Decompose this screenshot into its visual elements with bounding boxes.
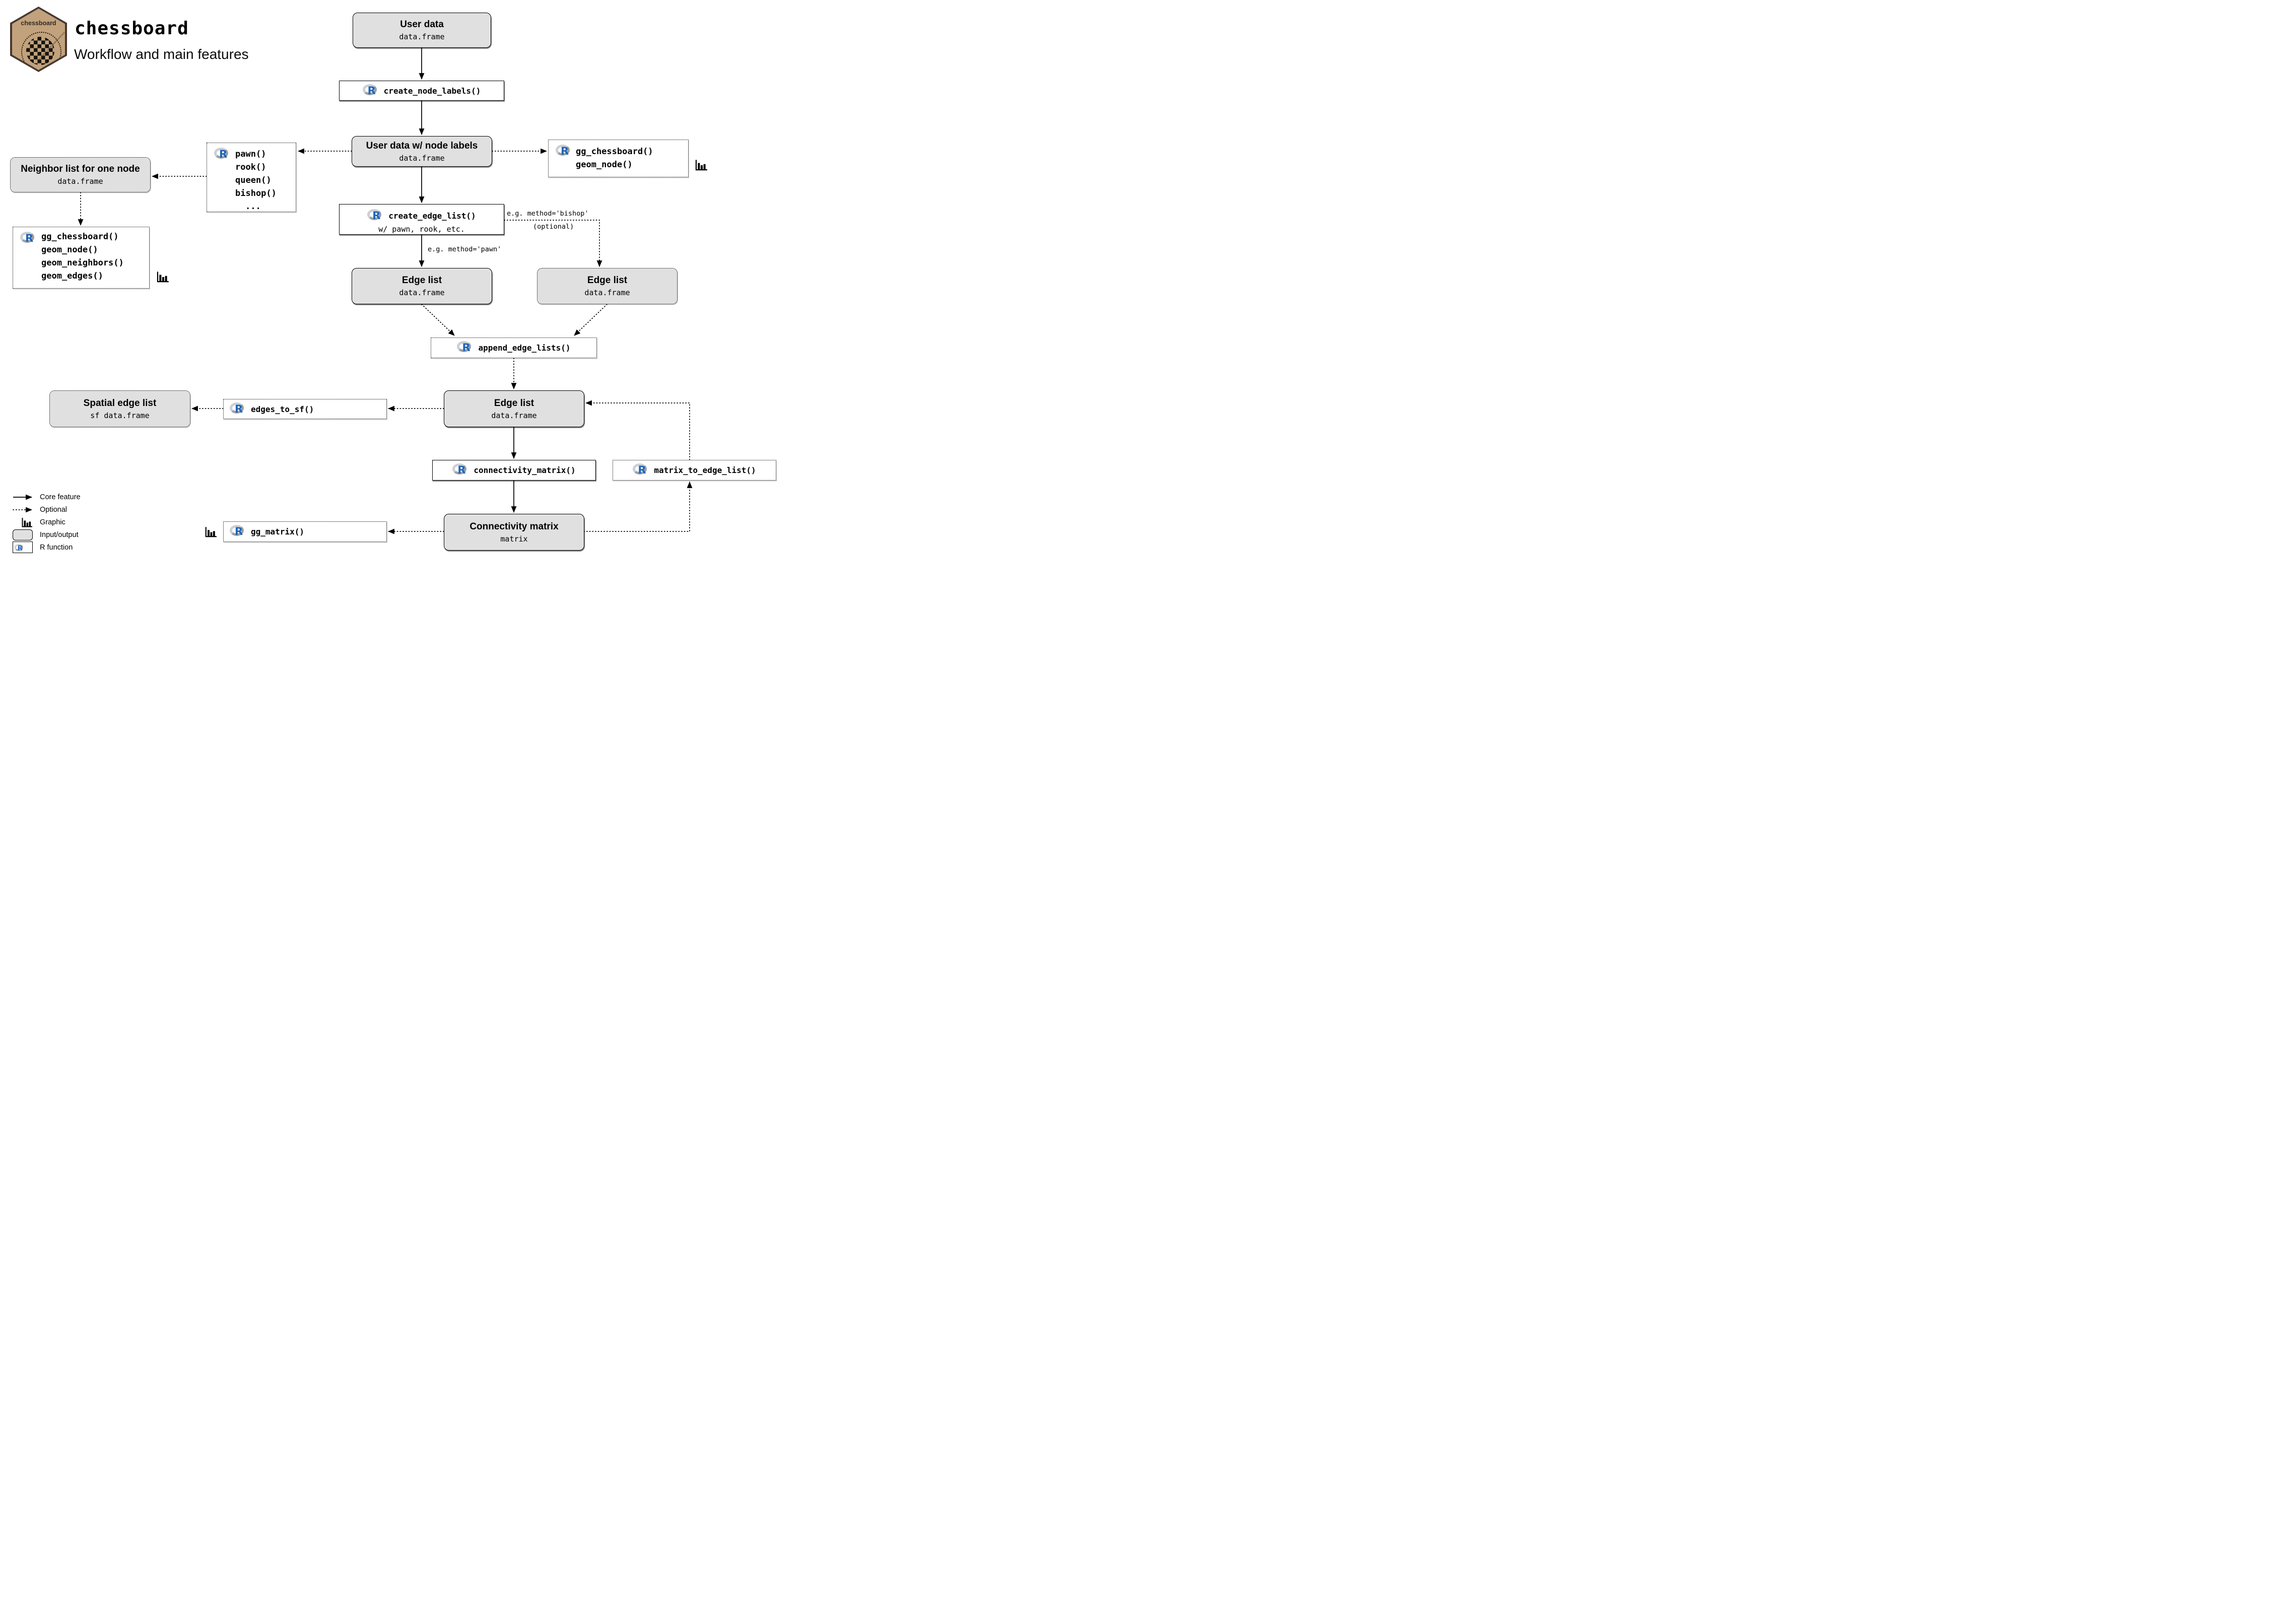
node-title: Edge list: [401, 275, 442, 286]
node-gg-chessboard-right: R gg_chessboard() geom_node(): [548, 140, 689, 177]
graphic-icon: [157, 272, 169, 283]
legend-label: R function: [40, 543, 73, 552]
node-gg-chessboard-left: R gg_chessboard() geom_node() geom_neigh…: [13, 227, 150, 289]
function-label: rook(): [235, 162, 266, 172]
r-logo-icon: R: [14, 544, 25, 553]
dotted-arrow-icon: [13, 507, 33, 512]
node-subtitle: data.frame: [57, 177, 103, 186]
node-subtitle: data.frame: [491, 411, 537, 420]
node-edges-to-sf: R edges_to_sf(): [223, 399, 387, 419]
node-edge-list-left: Edge list data.frame: [352, 268, 492, 304]
wire-bishop-to-edgelistright: [504, 220, 602, 267]
solid-arrow-icon: [13, 494, 33, 500]
function-label: gg_chessboard(): [41, 232, 119, 242]
node-subtitle: data.frame: [399, 288, 445, 297]
node-create-edge-list: R create_edge_list() w/ pawn, rook, etc.: [339, 204, 504, 235]
node-title: Neighbor list for one node: [21, 164, 140, 174]
r-logo-icon: R: [20, 232, 36, 245]
function-label: queen(): [235, 175, 272, 185]
r-logo-icon: R: [362, 84, 379, 98]
legend-input-output: Input/output: [13, 529, 81, 540]
node-spatial-edge-list: Spatial edge list sf data.frame: [49, 390, 190, 427]
legend-label: Input/output: [40, 530, 79, 539]
pawn-ring-icon: [21, 32, 61, 70]
function-label: ...: [245, 201, 261, 212]
node-title: Edge list: [587, 275, 628, 286]
node-user-data: User data data.frame: [353, 13, 491, 48]
node-gg-matrix: R gg_matrix(): [223, 521, 387, 542]
logo-label: chessboard: [21, 20, 56, 27]
node-connectivity-matrix: Connectivity matrix matrix: [444, 514, 584, 551]
edge-label-method-bishop: e.g. method='bishop': [507, 210, 589, 218]
workflow-diagram: chessboard https://github.com/frbcesab/c…: [0, 0, 779, 553]
wire-edgelistleft-to-append: [421, 304, 455, 336]
legend-label: Core feature: [40, 493, 81, 501]
node-subtitle: matrix: [500, 534, 528, 544]
edge-label-method-pawn: e.g. method='pawn': [428, 245, 502, 253]
function-label: pawn(): [235, 149, 266, 159]
wire-matrixtoedge-to-edgelistmain: [585, 400, 690, 460]
node-user-data-labels: User data w/ node labels data.frame: [352, 136, 492, 167]
legend-r-function: R R function: [13, 542, 81, 553]
legend: Core feature Optional Graphic Input/outp…: [13, 491, 81, 553]
diagram-wires: [78, 48, 693, 534]
legend-graphic: Graphic: [13, 516, 81, 528]
r-logo-icon: R: [214, 148, 230, 161]
r-function-swatch: R: [13, 542, 33, 553]
node-title: User data w/ node labels: [366, 140, 478, 151]
node-title: User data: [400, 19, 444, 30]
page-subtitle: Workflow and main features: [74, 46, 249, 62]
r-logo-icon: R: [367, 209, 383, 223]
node-append-edge-lists: R append_edge_lists(): [431, 337, 597, 358]
node-subtitle: sf data.frame: [90, 411, 150, 420]
legend-label: Optional: [40, 505, 68, 514]
r-logo-icon: R: [230, 525, 246, 538]
legend-core-feature: Core feature: [13, 491, 81, 503]
function-label: gg_chessboard(): [576, 147, 653, 157]
legend-label: Graphic: [40, 518, 65, 526]
input-output-swatch: [13, 529, 33, 540]
node-neighbor-list: Neighbor list for one node data.frame: [10, 157, 151, 192]
edge-label-optional: (optional): [533, 223, 574, 231]
graphic-icon: [22, 517, 32, 527]
function-label: gg_matrix(): [251, 527, 304, 536]
function-label: geom_node(): [576, 160, 633, 170]
function-label: create_node_labels(): [383, 86, 481, 96]
node-connectivity-matrix-fn: R connectivity_matrix(): [432, 460, 596, 481]
function-label: geom_edges(): [41, 271, 103, 281]
node-title: Edge list: [494, 397, 534, 409]
r-logo-icon: R: [457, 341, 473, 355]
function-label: connectivity_matrix(): [474, 465, 576, 475]
node-title: Connectivity matrix: [469, 521, 559, 532]
node-title: Spatial edge list: [83, 397, 157, 409]
function-label: geom_neighbors(): [41, 258, 124, 268]
node-edge-list-main: Edge list data.frame: [444, 390, 584, 427]
page-title: chessboard: [75, 18, 189, 39]
function-label: append_edge_lists(): [478, 343, 571, 353]
r-logo-icon: R: [452, 463, 468, 477]
r-logo-icon: R: [556, 145, 572, 158]
legend-optional: Optional: [13, 504, 81, 515]
function-label: geom_node(): [41, 245, 98, 255]
node-edge-list-right: Edge list data.frame: [537, 268, 678, 304]
node-subtitle: data.frame: [399, 153, 445, 163]
chessboard-sphere-icon: [26, 37, 54, 65]
node-piece-functions: R pawn() rook() queen() bishop() ...: [207, 143, 296, 212]
graphic-icon: [205, 527, 217, 537]
node-subtitle: data.frame: [399, 32, 445, 41]
node-create-node-labels: R create_node_labels(): [339, 81, 504, 101]
r-logo-icon: R: [633, 463, 649, 477]
node-matrix-to-edge-list: R matrix_to_edge_list(): [613, 460, 776, 481]
function-label: bishop(): [235, 188, 277, 198]
function-label: create_edge_list(): [388, 211, 476, 221]
wire-edgelistright-to-append: [574, 304, 608, 336]
node-subtitle: data.frame: [584, 288, 630, 297]
function-sublabel: w/ pawn, rook, etc.: [378, 225, 465, 234]
graphic-icon: [695, 160, 707, 171]
function-label: edges_to_sf(): [251, 404, 314, 414]
package-logo: chessboard https://github.com/frbcesab/c…: [10, 7, 67, 72]
wire-connectivitymatrix-to-matrixtoedge: [583, 481, 693, 532]
function-label: matrix_to_edge_list(): [654, 465, 756, 475]
r-logo-icon: R: [230, 402, 246, 416]
